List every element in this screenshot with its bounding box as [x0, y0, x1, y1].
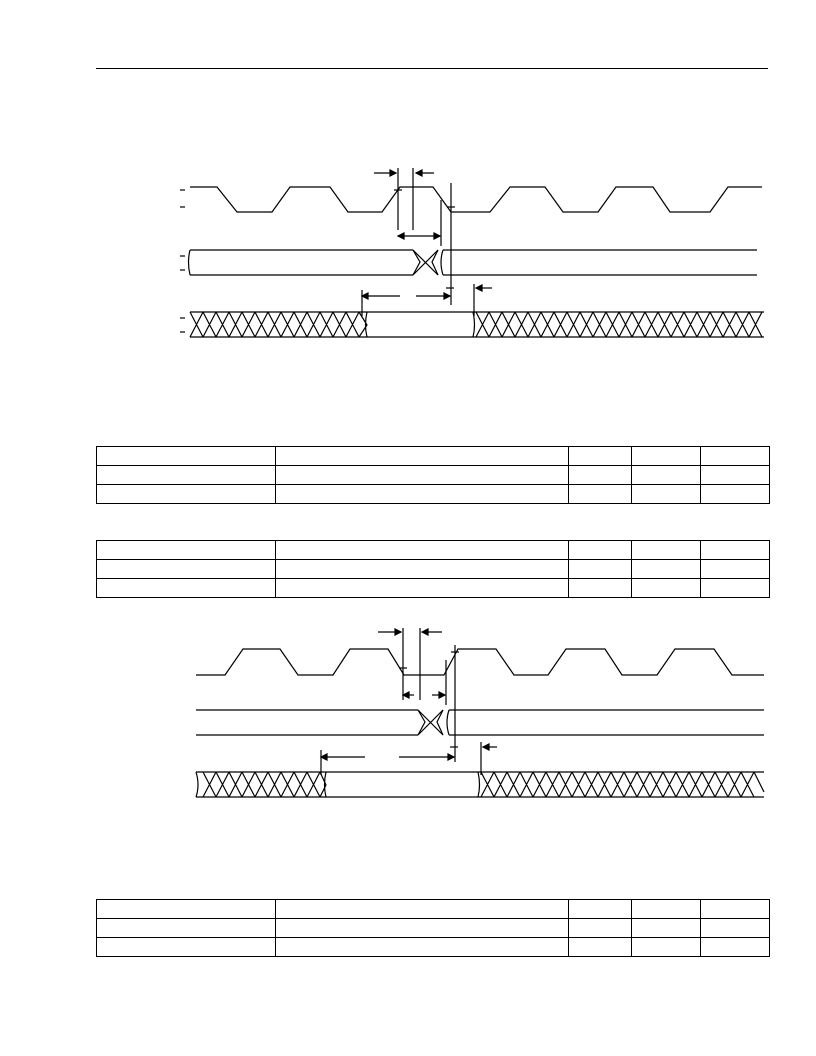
read-timing-diagram: [180, 168, 764, 338]
table-cell: [700, 540, 770, 560]
table-row: [96, 484, 770, 504]
table-cell: [275, 540, 569, 560]
table-cell: [568, 540, 632, 560]
table-cell: [96, 484, 276, 504]
table-row: [96, 559, 770, 579]
table-cell: [568, 578, 632, 598]
table-cell: [631, 484, 701, 504]
table-cell: [631, 540, 701, 560]
table-cell: [275, 578, 569, 598]
table-cell: [631, 446, 701, 466]
timing-table-3: [96, 899, 770, 957]
table-cell: [96, 937, 276, 957]
table-cell: [700, 578, 770, 598]
table-cell: [275, 937, 569, 957]
table-cell: [631, 559, 701, 579]
table-cell: [96, 578, 276, 598]
table-cell: [96, 559, 276, 579]
table-cell: [631, 465, 701, 485]
table-cell: [568, 559, 632, 579]
table-cell: [700, 899, 770, 919]
table-cell: [96, 899, 276, 919]
table-cell: [568, 918, 632, 938]
table-row: [96, 918, 770, 938]
table-cell: [631, 578, 701, 598]
table-cell: [275, 465, 569, 485]
clock-waveform-2: [196, 648, 764, 676]
table-cell: [568, 446, 632, 466]
table-cell: [96, 918, 276, 938]
table-cell: [96, 540, 276, 560]
table-row: [96, 937, 770, 957]
clock-waveform: [190, 186, 762, 213]
table-cell: [96, 465, 276, 485]
table-cell: [700, 465, 770, 485]
table-row: [96, 465, 770, 485]
table-cell: [275, 446, 569, 466]
table-cell: [275, 899, 569, 919]
table-cell: [96, 446, 276, 466]
timing-table-2: [96, 540, 770, 598]
timing-table-1: [96, 446, 770, 504]
table-cell: [700, 937, 770, 957]
table-cell: [275, 559, 569, 579]
table-cell: [568, 484, 632, 504]
table-cell: [700, 484, 770, 504]
table-row: [96, 540, 770, 560]
table-cell: [275, 918, 569, 938]
write-timing-diagram: [195, 628, 765, 798]
table-cell: [275, 484, 569, 504]
table-row: [96, 899, 770, 919]
table-cell: [631, 937, 701, 957]
table-row: [96, 578, 770, 598]
table-cell: [631, 918, 701, 938]
table-cell: [568, 899, 632, 919]
table-cell: [700, 559, 770, 579]
header-rule: [96, 68, 768, 69]
table-cell: [700, 446, 770, 466]
table-cell: [568, 937, 632, 957]
table-cell: [568, 465, 632, 485]
table-cell: [700, 918, 770, 938]
table-cell: [631, 899, 701, 919]
table-row: [96, 446, 770, 466]
